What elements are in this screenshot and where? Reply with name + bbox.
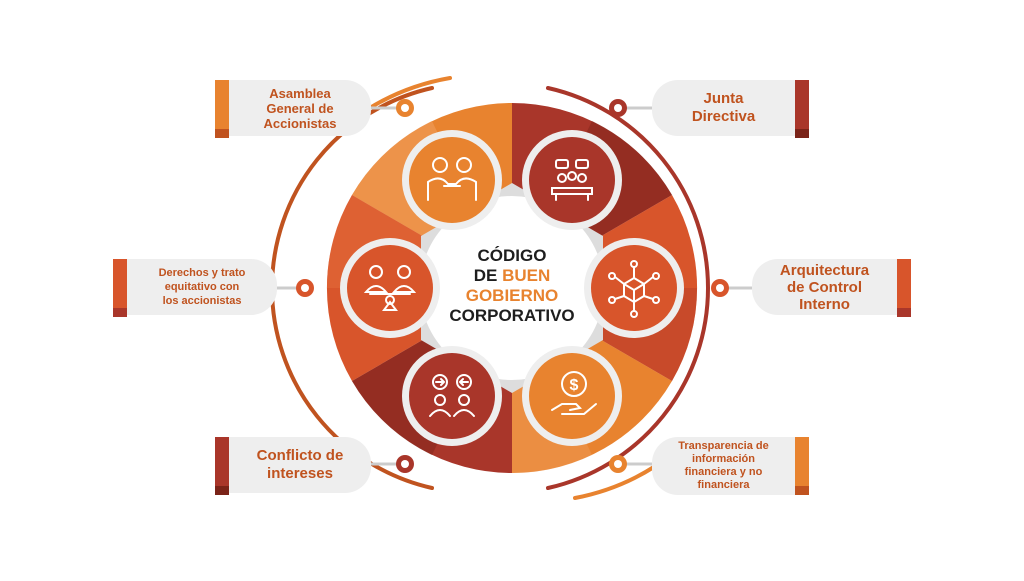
label-derechos: Derechos y trato equitativo con los acci… xyxy=(127,259,277,315)
network-cube-icon xyxy=(608,260,660,318)
connector-dots xyxy=(296,99,729,473)
center-title-line2: DE BUEN xyxy=(437,266,587,286)
icon-circles xyxy=(340,130,684,446)
label-arquitectura: Arquitectura de Control Interno xyxy=(752,259,897,315)
label-bar-asamblea xyxy=(215,80,229,138)
center-title-accent: BUEN xyxy=(502,266,551,285)
label-bar-junta xyxy=(795,80,809,138)
center-title-line3: GOBIERNO xyxy=(465,286,559,305)
label-transparencia: Transparencia de información financiera … xyxy=(652,437,795,495)
label-asamblea: Asamblea General de Accionistas xyxy=(229,80,371,136)
inner-circle xyxy=(420,196,604,380)
outer-arc-right xyxy=(546,86,710,490)
balance-people-icon xyxy=(363,265,417,311)
handshake-people-icon xyxy=(427,157,477,201)
svg-text:$: $ xyxy=(570,377,579,394)
money-hand-icon: $ xyxy=(551,371,597,415)
label-conflicto: Conflicto de intereses xyxy=(229,437,371,493)
exchange-people-icon xyxy=(429,374,475,417)
center-title-line4: CORPORATIVO xyxy=(449,306,575,325)
center-title-line1: CÓDIGO xyxy=(477,246,547,265)
label-bar-conflicto xyxy=(215,437,229,495)
center-title: CÓDIGO DE BUEN GOBIERNO CORPORATIVO xyxy=(437,246,587,326)
label-bar-arquitectura xyxy=(897,259,911,317)
label-bar-derechos xyxy=(113,259,127,317)
label-bar-transparencia xyxy=(795,437,809,495)
meeting-table-icon xyxy=(551,159,593,201)
center-title-line2-prefix: DE xyxy=(473,266,503,285)
label-junta: Junta Directiva xyxy=(652,80,795,136)
